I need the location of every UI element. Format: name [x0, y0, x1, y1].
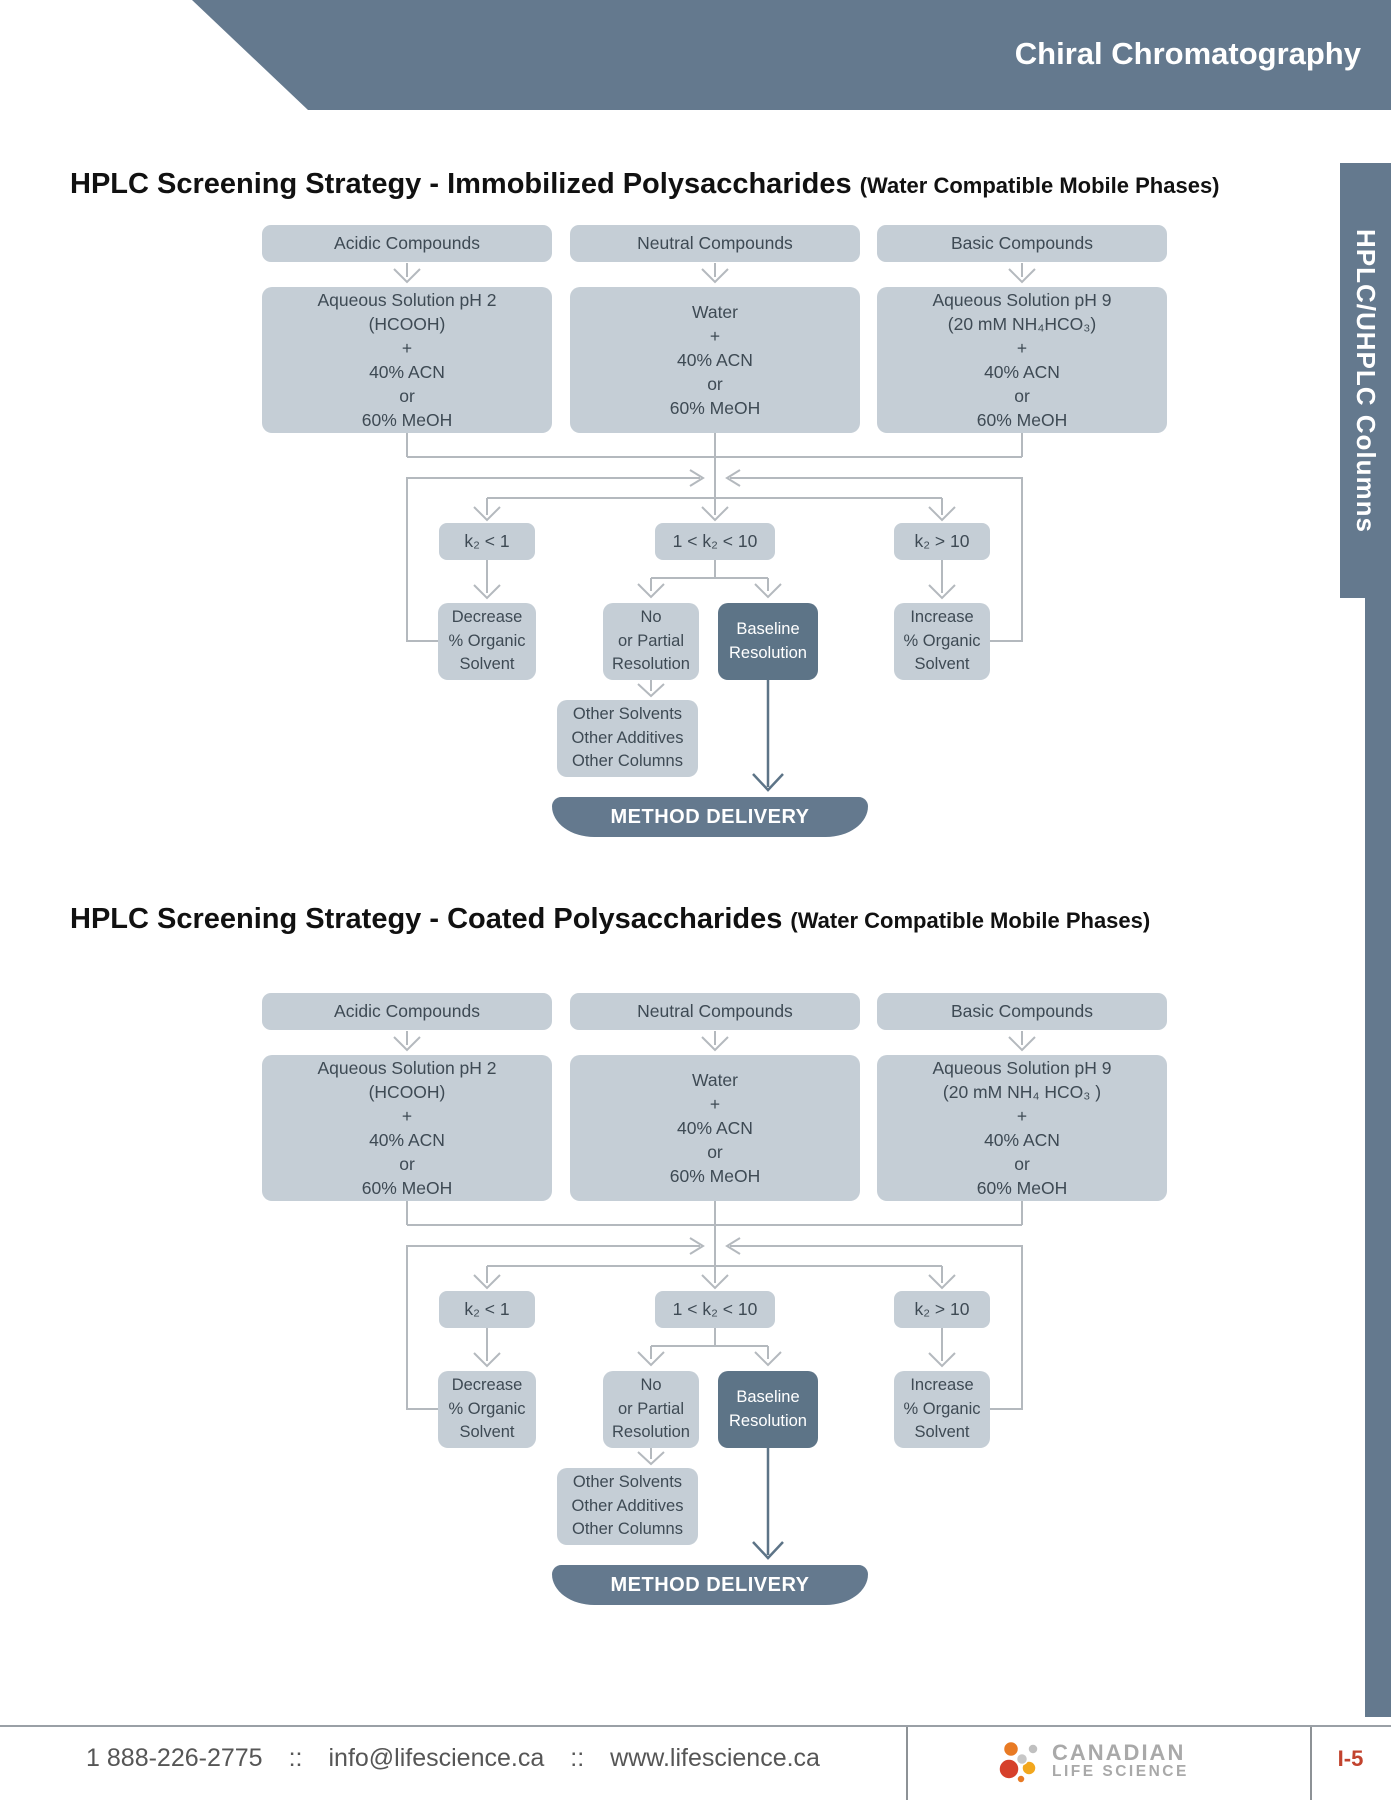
footer-website[interactable]: www.lifescience.ca — [610, 1744, 820, 1772]
side-tab-hplc-columns: HPLC/UHPLC Columns — [1340, 163, 1391, 598]
method-delivery-banner: METHOD DELIVERY — [552, 1565, 868, 1605]
box-solution-neutral: Water + 40% ACN or 60% MeOH — [570, 1055, 860, 1201]
feedback-left-arrow-icon — [406, 469, 705, 642]
molecule-logo-icon — [998, 1740, 1039, 1784]
footer-divider — [0, 1725, 1391, 1727]
chart2-title-main: HPLC Screening Strategy - Coated Polysac… — [70, 903, 783, 935]
feedback-left-arrow-icon — [406, 1237, 705, 1410]
feedback-right-arrow-icon — [725, 1237, 1023, 1410]
footer-vertical-divider — [1310, 1727, 1312, 1800]
box-decrease-solvent: Decrease % Organic Solvent — [438, 603, 536, 680]
footer-phone: 1 888-226-2775 — [86, 1744, 263, 1772]
down-arrow-icon — [473, 498, 956, 522]
method-delivery-arrow-icon — [752, 680, 784, 792]
chart1-title-sub: (Water Compatible Mobile Phases) — [859, 173, 1220, 198]
box-increase-solvent: Increase % Organic Solvent — [894, 603, 990, 680]
company-logo: CANADIAN LIFE SCIENCE — [998, 1738, 1189, 1784]
header-banner — [192, 0, 1391, 110]
box-k-1-to-10: 1 < k₂ < 10 — [655, 523, 775, 560]
down-arrow-icon — [637, 680, 665, 698]
box-baseline-resolution: Baseline Resolution — [718, 1371, 818, 1448]
box-basic-compounds: Basic Compounds — [877, 225, 1167, 262]
brand-name-line2: LIFE SCIENCE — [1052, 1763, 1189, 1781]
box-k-lt-1: k₂ < 1 — [439, 1291, 535, 1328]
box-basic-compounds: Basic Compounds — [877, 993, 1167, 1030]
box-k-gt-10: k₂ > 10 — [894, 1291, 990, 1328]
page-header-title: Chiral Chromatography — [1014, 36, 1361, 71]
feedback-right-arrow-icon — [725, 469, 1023, 642]
box-acidic-compounds: Acidic Compounds — [262, 225, 552, 262]
chart1-title-main: HPLC Screening Strategy - Immobilized Po… — [70, 168, 852, 200]
box-neutral-compounds: Neutral Compounds — [570, 225, 860, 262]
flow-connectors — [393, 263, 1036, 792]
box-no-partial-resolution: No or Partial Resolution — [603, 1371, 699, 1448]
footer-email[interactable]: info@lifescience.ca — [328, 1744, 545, 1772]
box-solution-acidic: Aqueous Solution pH 2 (HCOOH) + 40% ACN … — [262, 287, 552, 433]
footer-contact: 1 888-226-2775 :: info@lifescience.ca ::… — [0, 1744, 906, 1773]
company-logo-text: CANADIAN LIFE SCIENCE — [1052, 1741, 1189, 1780]
box-neutral-compounds: Neutral Compounds — [570, 993, 860, 1030]
box-other-options: Other Solvents Other Additives Other Col… — [557, 1468, 698, 1545]
method-delivery-arrow-icon — [752, 1448, 784, 1560]
down-arrow-icon — [393, 1031, 1036, 1052]
box-decrease-solvent: Decrease % Organic Solvent — [438, 1371, 536, 1448]
method-delivery-banner: METHOD DELIVERY — [552, 797, 868, 837]
box-solution-basic: Aqueous Solution pH 9 (20 mM NH₄HCO₃) + … — [877, 287, 1167, 433]
box-acidic-compounds: Acidic Compounds — [262, 993, 552, 1030]
page-number: I-5 — [1337, 1746, 1364, 1771]
footer-separator: :: — [570, 1744, 585, 1772]
down-arrow-icon — [637, 1448, 665, 1466]
down-arrow-icon — [473, 1328, 956, 1368]
chart2-flow: Acidic Compounds Neutral Compounds Basic… — [0, 993, 1391, 1618]
box-k-lt-1: k₂ < 1 — [439, 523, 535, 560]
box-baseline-resolution: Baseline Resolution — [718, 603, 818, 680]
box-solution-neutral: Water + 40% ACN or 60% MeOH — [570, 287, 860, 433]
box-no-partial-resolution: No or Partial Resolution — [603, 603, 699, 680]
chart2-title: HPLC Screening Strategy - Coated Polysac… — [70, 903, 1150, 936]
down-arrow-icon — [473, 560, 956, 600]
box-increase-solvent: Increase % Organic Solvent — [894, 1371, 990, 1448]
box-solution-basic: Aqueous Solution pH 9 (20 mM NH₄ HCO₃ ) … — [877, 1055, 1167, 1201]
down-arrow-icon — [393, 263, 1036, 284]
box-k-1-to-10: 1 < k₂ < 10 — [655, 1291, 775, 1328]
footer-separator: :: — [288, 1744, 303, 1772]
chart1-title: HPLC Screening Strategy - Immobilized Po… — [70, 168, 1220, 201]
box-k-gt-10: k₂ > 10 — [894, 523, 990, 560]
brand-name-line1: CANADIAN — [1052, 1740, 1186, 1766]
box-other-options: Other Solvents Other Additives Other Col… — [557, 700, 698, 777]
footer-vertical-divider — [906, 1727, 908, 1800]
side-edge-strip — [1365, 598, 1391, 1717]
chart2-title-sub: (Water Compatible Mobile Phases) — [790, 908, 1151, 933]
down-arrow-icon — [473, 1266, 956, 1290]
box-solution-acidic: Aqueous Solution pH 2 (HCOOH) + 40% ACN … — [262, 1055, 552, 1201]
flow-connectors — [393, 1031, 1036, 1560]
chart1-flow: Acidic Compounds Neutral Compounds Basic… — [0, 225, 1391, 850]
